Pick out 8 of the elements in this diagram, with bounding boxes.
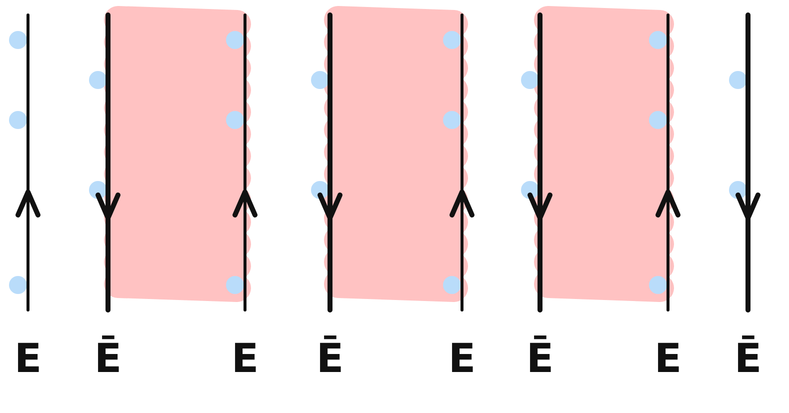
- line-label: E: [654, 335, 682, 383]
- line-label: E: [448, 335, 476, 383]
- line-label: Ē: [316, 335, 344, 383]
- line-label: Ē: [526, 335, 554, 383]
- line-label: E: [231, 335, 259, 383]
- line-label: Ē: [94, 335, 122, 383]
- line-label: Ē: [734, 335, 762, 383]
- line-label: E: [14, 335, 42, 383]
